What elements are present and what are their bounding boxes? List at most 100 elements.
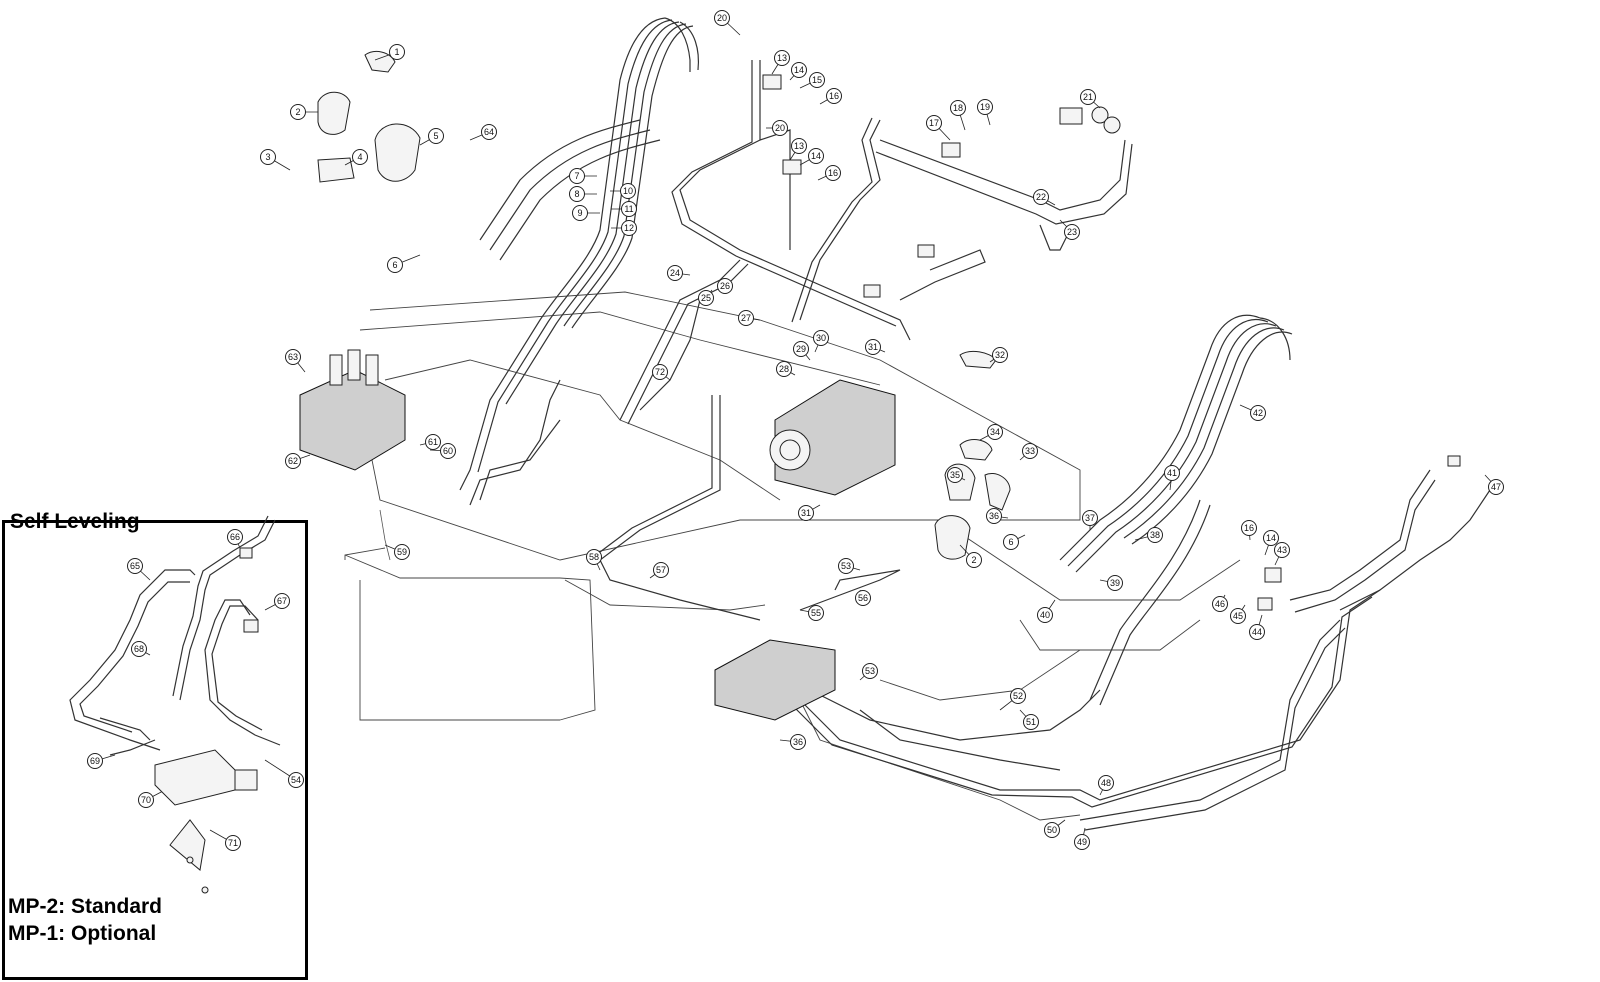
- callout-number: 10: [623, 186, 633, 196]
- callout-36: 36: [790, 734, 806, 750]
- callout-number: 70: [141, 795, 151, 805]
- callout-number: 37: [1085, 513, 1095, 523]
- callout-balloon: [1080, 89, 1096, 105]
- callout-62: 62: [285, 453, 301, 469]
- callout-number: 46: [1215, 599, 1225, 609]
- callout-number: 41: [1167, 468, 1177, 478]
- callout-balloon: [1037, 607, 1053, 623]
- callout-number: 6: [392, 260, 397, 270]
- callout-number: 28: [779, 364, 789, 374]
- callout-number: 31: [868, 342, 878, 352]
- valve-spool-1: [329, 354, 343, 386]
- callout-number: 5: [433, 131, 438, 141]
- callout-22: 22: [1033, 189, 1049, 205]
- callout-balloon: [987, 424, 1003, 440]
- callout-balloon: [714, 10, 730, 26]
- callout-42: 42: [1250, 405, 1266, 421]
- callout-number: 26: [720, 281, 730, 291]
- callout-20: 20: [714, 10, 730, 26]
- callout-balloon: [825, 165, 841, 181]
- callout-number: 36: [793, 737, 803, 747]
- callout-number: 22: [1036, 192, 1046, 202]
- callout-7: 7: [569, 168, 585, 184]
- callout-number: 16: [828, 168, 838, 178]
- callout-balloon: [653, 562, 669, 578]
- callout-balloon: [1064, 224, 1080, 240]
- callout-balloon: [1082, 510, 1098, 526]
- callout-number: 47: [1491, 482, 1501, 492]
- callout-26: 26: [717, 278, 733, 294]
- callout-5: 5: [428, 128, 444, 144]
- callout-36: 36: [986, 508, 1002, 524]
- callout-number: 40: [1040, 610, 1050, 620]
- callout-72: 72: [652, 364, 668, 380]
- callout-6: 6: [1003, 534, 1019, 550]
- callout-balloon: [1033, 189, 1049, 205]
- callout-18: 18: [950, 100, 966, 116]
- callout-number: 14: [811, 151, 821, 161]
- callout-balloon: [481, 124, 497, 140]
- callout-number: 17: [929, 118, 939, 128]
- valve-spool-3: [365, 354, 379, 386]
- clamp-43: [1264, 567, 1282, 583]
- callout-33: 33: [1022, 443, 1038, 459]
- clamp-44: [1257, 597, 1273, 611]
- callout-53: 53: [862, 663, 878, 679]
- callout-balloon: [440, 443, 456, 459]
- callout-number: 52: [1013, 691, 1023, 701]
- callout-balloon: [1044, 822, 1060, 838]
- callout-balloon: [569, 168, 585, 184]
- clamp-13b: [782, 159, 802, 175]
- callout-45: 45: [1230, 608, 1246, 624]
- callout-balloon: [621, 220, 637, 236]
- callout-number: 61: [428, 437, 438, 447]
- callout-number: 38: [1150, 530, 1160, 540]
- callout-23: 23: [1064, 224, 1080, 240]
- callout-25: 25: [698, 290, 714, 306]
- callout-balloon: [808, 148, 824, 164]
- callout-number: 18: [953, 103, 963, 113]
- callout-balloon: [1212, 596, 1228, 612]
- callout-balloon: [138, 792, 154, 808]
- callout-number: 15: [812, 75, 822, 85]
- callout-balloon: [790, 734, 806, 750]
- callout-balloon: [1098, 775, 1114, 791]
- callout-balloon: [791, 62, 807, 78]
- joystick-base: [984, 473, 1011, 511]
- callout-57: 57: [653, 562, 669, 578]
- callout-balloon: [862, 663, 878, 679]
- callout-63: 63: [285, 349, 301, 365]
- joystick-boot: [317, 91, 351, 135]
- callout-balloon: [652, 364, 668, 380]
- callout-27: 27: [738, 310, 754, 326]
- callout-number: 35: [950, 470, 960, 480]
- callout-31: 31: [865, 339, 881, 355]
- callout-number: 72: [655, 367, 665, 377]
- callout-number: 49: [1077, 837, 1087, 847]
- callout-balloon: [776, 361, 792, 377]
- callout-balloon: [387, 257, 403, 273]
- clamp-47: [1447, 455, 1461, 467]
- callout-number: 62: [288, 456, 298, 466]
- callout-balloon: [569, 186, 585, 202]
- callout-number: 33: [1025, 446, 1035, 456]
- callout-number: 1: [394, 47, 399, 57]
- callout-balloon: [288, 772, 304, 788]
- rear-hose-bundle: [1059, 314, 1293, 706]
- callout-number: 29: [796, 344, 806, 354]
- callout-balloon: [865, 339, 881, 355]
- callout-number: 57: [656, 565, 666, 575]
- callout-24: 24: [667, 265, 683, 281]
- callout-balloon: [1230, 608, 1246, 624]
- callout-balloon: [352, 149, 368, 165]
- callout-number: 39: [1110, 578, 1120, 588]
- callout-balloon: [808, 605, 824, 621]
- callout-number: 7: [574, 171, 579, 181]
- callout-number: 12: [624, 223, 634, 233]
- callout-balloon: [1074, 834, 1090, 850]
- callout-70: 70: [138, 792, 154, 808]
- callout-number: 51: [1026, 717, 1036, 727]
- callout-number: 19: [980, 102, 990, 112]
- self-leveling-inset: [2, 520, 308, 980]
